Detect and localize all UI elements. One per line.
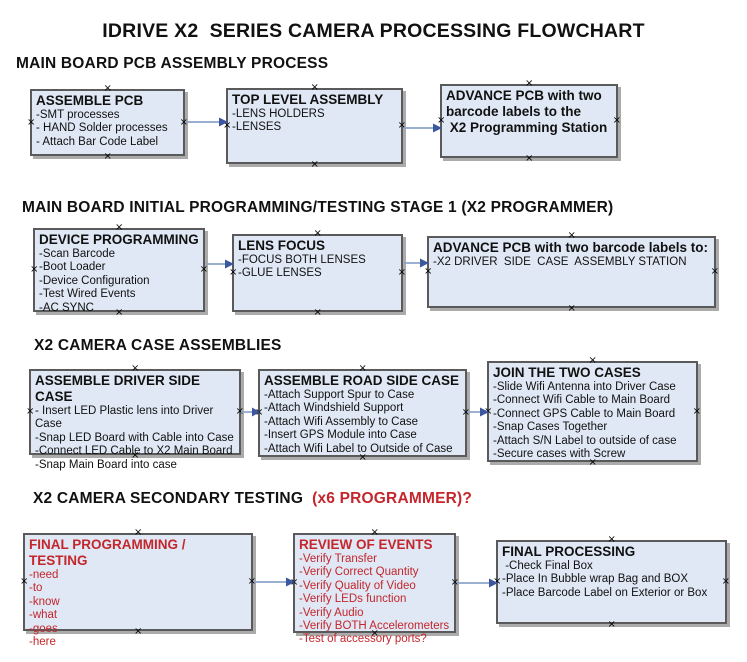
section-heading-initial-programming: MAIN BOARD INITIAL PROGRAMMING/TESTING S…	[22, 199, 614, 216]
flow-box-top-level-assembly: TOP LEVEL ASSEMBLY -LENS HOLDERS -LENSES…	[223, 83, 406, 170]
connector-handle-icon: ×	[692, 405, 701, 417]
connector-handle-icon: ×	[103, 83, 112, 94]
box-title: ASSEMBLE ROAD SIDE CASE	[264, 373, 460, 388]
box-lines: -Scan Barcode -Boot Loader -Device Confi…	[39, 248, 150, 314]
flow-arrow	[404, 258, 429, 268]
connector-handle-icon: ×	[310, 159, 319, 170]
connector-handle-icon: ×	[370, 527, 379, 538]
connector-handle-icon: ×	[612, 115, 621, 126]
box-title: TOP LEVEL ASSEMBLY	[232, 92, 384, 107]
flow-arrow	[206, 259, 234, 269]
box-title: DEVICE PROGRAMMING	[39, 232, 199, 247]
box-title: FINAL PROGRAMMING / TESTING	[29, 537, 190, 568]
connector-handle-icon: ×	[20, 576, 29, 587]
box-lines: -Check Final Box -Place In Bubble wrap B…	[502, 560, 708, 599]
flow-arrow	[457, 578, 498, 588]
box-title: FINAL PROCESSING	[502, 544, 636, 559]
connector-handle-icon: ×	[229, 267, 238, 278]
connector-handle-icon: ×	[607, 619, 616, 630]
box-lines: -LENS HOLDERS -LENSES	[232, 108, 325, 134]
connector-handle-icon: ×	[397, 267, 406, 278]
flow-arrow	[467, 407, 489, 417]
flow-arrow	[254, 577, 295, 587]
flow-box-assemble-pcb: ASSEMBLE PCB -SMT processes - HAND Solde…	[27, 84, 188, 162]
connector-handle-icon: ×	[134, 527, 143, 538]
connector-handle-icon: ×	[424, 266, 433, 277]
connector-handle-icon: ×	[26, 406, 35, 417]
connector-handle-icon: ×	[103, 151, 112, 162]
box-title: REVIEW OF EVENTS	[299, 537, 433, 552]
box-lines: - Insert LED Plastic lens into Driver Ca…	[35, 405, 234, 471]
box-lines: -Attach Support Spur to Case -Attach Win…	[264, 389, 453, 455]
flow-arrow	[241, 407, 260, 417]
flow-box-advance-pcb-case-station: ADVANCE PCB with two barcode labels to: …	[424, 231, 719, 314]
connector-handle-icon: ×	[710, 266, 719, 277]
flow-box-join-the-two-cases: JOIN THE TWO CASES -Slide Wifi Antenna i…	[484, 356, 701, 468]
connector-handle-icon: ×	[310, 82, 319, 93]
flow-arrow	[186, 117, 228, 127]
box-title: ADVANCE PCB with two barcode labels to t…	[446, 88, 608, 135]
box-lines: -Verify Transfer -Verify Correct Quantit…	[299, 553, 450, 646]
page-title: IDRIVE X2 SERIES CAMERA PROCESSING FLOWC…	[102, 20, 645, 42]
connector-handle-icon: ×	[313, 307, 322, 318]
connector-handle-icon: ×	[525, 153, 534, 164]
box-lines: -Slide Wifi Antenna into Driver Case -Co…	[493, 381, 677, 461]
box-lines: -need -to -know -what -goes -here	[29, 569, 60, 649]
section-heading-black-part: X2 CAMERA SECONDARY TESTING	[33, 490, 308, 507]
box-title: ASSEMBLE DRIVER SIDE CASE	[35, 373, 204, 404]
connector-handle-icon: ×	[721, 576, 730, 587]
flow-box-advance-pcb-programming-station: ADVANCE PCB with two barcode labels to t…	[437, 79, 621, 164]
section-heading-case-assemblies: X2 CAMERA CASE ASSEMBLIES	[34, 337, 282, 354]
box-title: JOIN THE TWO CASES	[493, 365, 641, 380]
flow-box-final-programming-testing: FINAL PROGRAMMING / TESTING -need -to -k…	[20, 528, 256, 649]
connector-handle-icon: ×	[567, 230, 576, 241]
connector-handle-icon: ×	[358, 363, 367, 374]
connector-handle-icon: ×	[588, 355, 597, 366]
flow-box-assemble-driver-side-case: ASSEMBLE DRIVER SIDE CASE - Insert LED P…	[26, 364, 244, 471]
flow-box-assemble-road-side-case: ASSEMBLE ROAD SIDE CASE -Attach Support …	[255, 364, 470, 463]
flow-box-final-processing: FINAL PROCESSING -Check Final Box -Place…	[493, 535, 730, 630]
connector-handle-icon: ×	[131, 363, 140, 374]
connector-handle-icon: ×	[27, 116, 36, 128]
box-title: ASSEMBLE PCB	[36, 93, 144, 108]
connector-handle-icon: ×	[525, 78, 534, 89]
flow-arrow	[404, 123, 442, 133]
connector-handle-icon: ×	[607, 534, 616, 545]
connector-handle-icon: ×	[567, 303, 576, 314]
section-heading-red-part: (x6 PROGRAMMER)?	[307, 490, 473, 507]
connector-handle-icon: ×	[115, 222, 124, 233]
flow-box-review-of-events: REVIEW OF EVENTS -Verify Transfer -Verif…	[290, 528, 459, 646]
flow-box-lens-focus: LENS FOCUS -FOCUS BOTH LENSES -GLUE LENS…	[229, 229, 406, 318]
box-title: ADVANCE PCB with two barcode labels to:	[433, 240, 709, 255]
section-heading-pcb-assembly: MAIN BOARD PCB ASSEMBLY PROCESS	[16, 55, 329, 72]
box-title: LENS FOCUS	[238, 238, 326, 253]
connector-handle-icon: ×	[313, 228, 322, 239]
flow-box-device-programming: DEVICE PROGRAMMING -Scan Barcode -Boot L…	[30, 223, 208, 318]
box-lines: -FOCUS BOTH LENSES -GLUE LENSES	[238, 254, 366, 280]
box-lines: -X2 DRIVER SIDE CASE ASSEMBLY STATION	[433, 256, 687, 268]
section-heading-secondary-testing: X2 CAMERA SECONDARY TESTING (x6 PROGRAMM…	[33, 490, 472, 508]
box-lines: -SMT processes - HAND Solder processes -…	[36, 109, 168, 148]
connector-handle-icon: ×	[30, 264, 39, 275]
